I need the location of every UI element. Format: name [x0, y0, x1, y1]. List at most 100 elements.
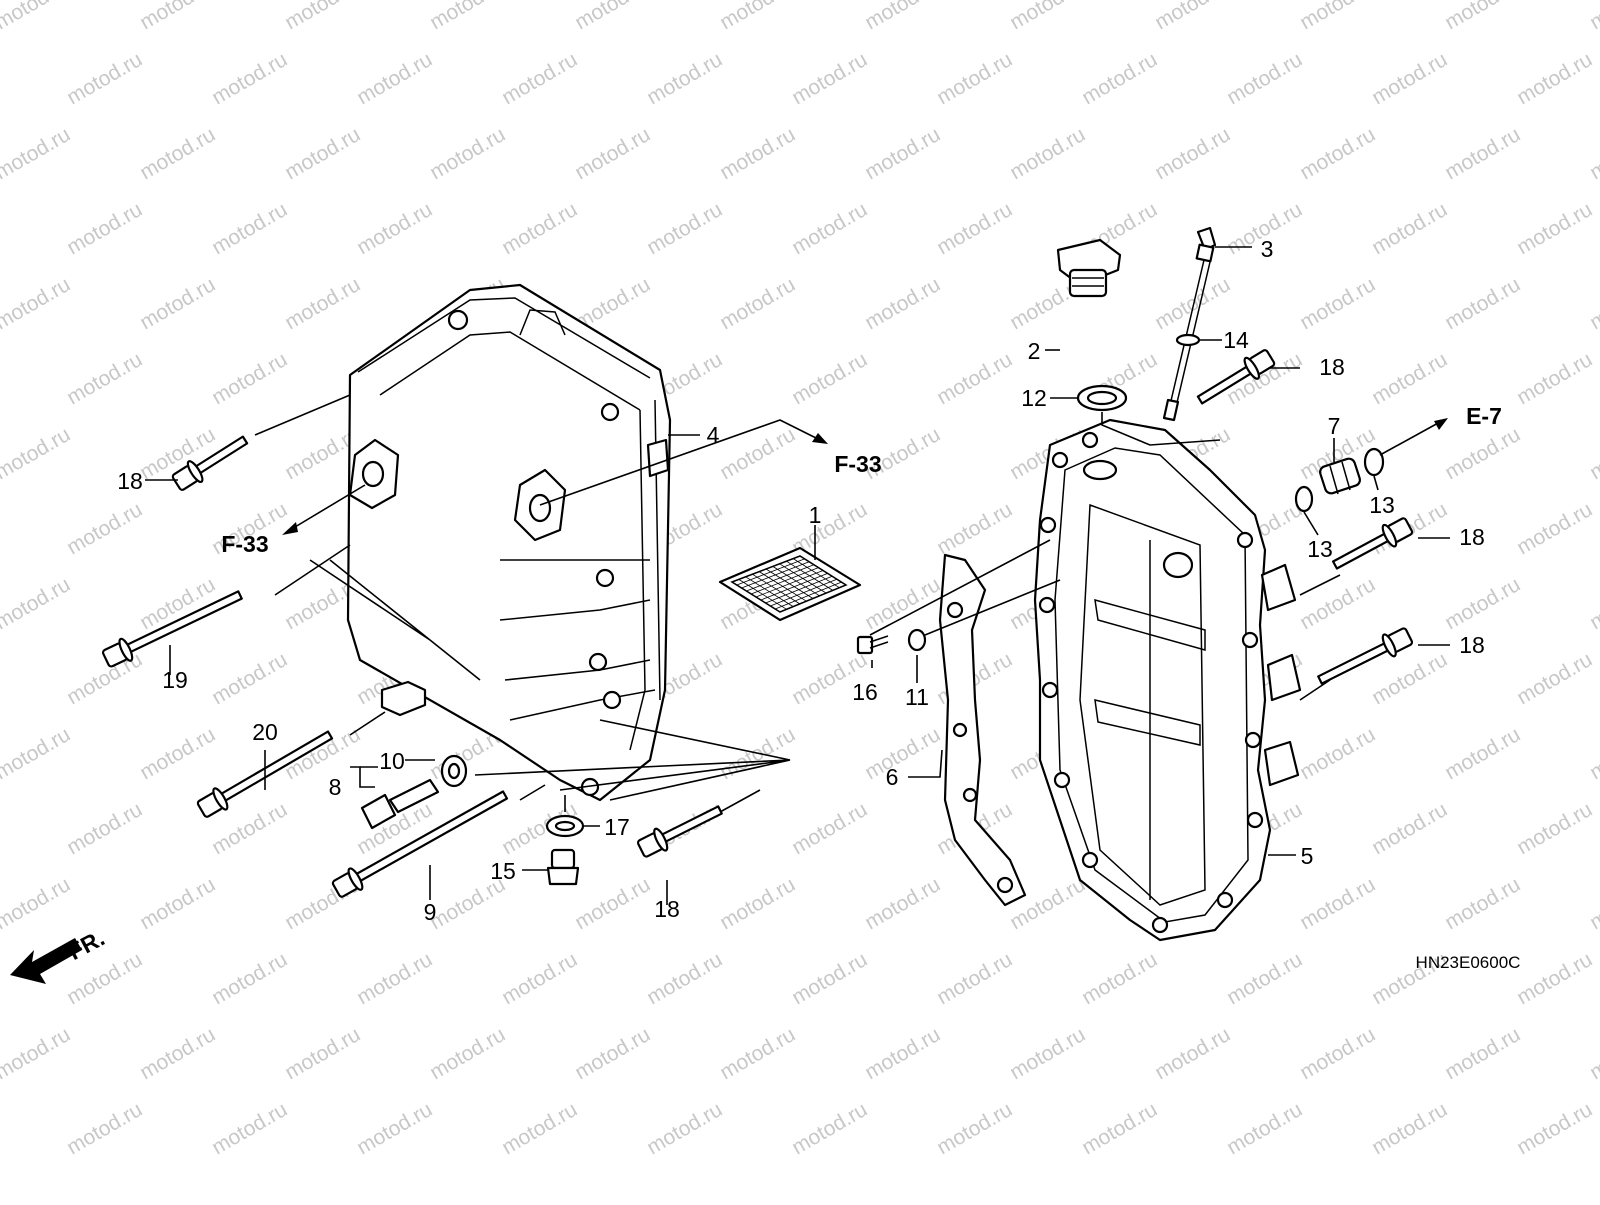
watermark-text: motod.ru — [716, 123, 799, 184]
watermark-text: motod.ru — [208, 198, 291, 259]
watermark-text: motod.ru — [136, 723, 219, 784]
watermark-text: motod.ru — [281, 0, 364, 34]
watermark-text: motod.ru — [1368, 798, 1451, 859]
callout-20: 20 — [252, 719, 278, 745]
watermark-text: motod.ru — [136, 873, 219, 934]
bolt-part-9[interactable] — [331, 790, 509, 898]
watermark-text: motod.ru — [1296, 123, 1379, 184]
oil-pan-part-4[interactable] — [346, 283, 672, 802]
callout-19: 19 — [162, 667, 188, 693]
washer-part-12[interactable] — [1076, 384, 1128, 412]
watermark-text: motod.ru — [208, 48, 291, 109]
watermark-text: motod.ru — [716, 1023, 799, 1084]
callout-18b: 18 — [1319, 354, 1345, 380]
watermark-text: motod.ru — [136, 273, 219, 334]
bolt-part-18-left[interactable] — [171, 435, 249, 491]
gasket-part-6[interactable] — [938, 553, 1027, 907]
watermark-text: motod.ru — [1296, 573, 1379, 634]
watermark-text: motod.ru — [1441, 723, 1524, 784]
bolt-part-18-low-right[interactable] — [1317, 627, 1414, 685]
watermark-text: motod.ru — [353, 948, 436, 1009]
watermark-text: motod.ru — [1006, 1023, 1089, 1084]
washer-part-11[interactable] — [907, 628, 927, 652]
watermark-text: motod.ru — [861, 123, 944, 184]
watermark-text: motod.ru — [1513, 648, 1596, 709]
watermark-text: motod.ru — [63, 48, 146, 109]
watermark-text: motod.ru — [0, 948, 1, 1009]
watermark-text: motod.ru — [716, 0, 799, 34]
watermark-text: motod.ru — [353, 198, 436, 259]
watermark-text: motod.ru — [788, 798, 871, 859]
watermark-text: motod.ru — [571, 0, 654, 34]
watermark-text: motod.ru — [426, 1023, 509, 1084]
watermark-text: motod.ru — [1296, 873, 1379, 934]
watermark-text: motod.ru — [788, 198, 871, 259]
watermark-text: motod.ru — [63, 1098, 146, 1159]
o-ring-part-13a[interactable] — [1363, 447, 1385, 477]
watermark-text: motod.ru — [861, 723, 944, 784]
watermark-text: motod.ru — [1586, 123, 1600, 184]
callout-14: 14 — [1223, 327, 1249, 353]
watermark-text: motod.ru — [1296, 1023, 1379, 1084]
watermark-text: motod.ru — [0, 1023, 74, 1084]
watermark-text: motod.ru — [498, 48, 581, 109]
watermark-text: motod.ru — [208, 648, 291, 709]
watermark-text: motod.ru — [426, 0, 509, 34]
drain-bolt-part-15[interactable] — [546, 848, 580, 886]
watermark-text: motod.ru — [861, 273, 944, 334]
watermark-text: motod.ru — [1586, 423, 1600, 484]
front-direction-arrow — [10, 938, 82, 984]
watermark-text: motod.ru — [1223, 1098, 1306, 1159]
watermark-text: motod.ru — [1296, 723, 1379, 784]
callout-11: 11 — [905, 684, 929, 710]
watermark-text: motod.ru — [281, 123, 364, 184]
callout-9: 9 — [424, 899, 437, 925]
case-part-5[interactable] — [1033, 418, 1302, 942]
reference-f33-left: F-33 — [221, 531, 268, 557]
watermark-text: motod.ru — [208, 348, 291, 409]
watermark-text: motod.ru — [0, 1098, 1, 1159]
bolt-part-18-bottom[interactable] — [636, 805, 723, 858]
watermark-text: motod.ru — [1586, 873, 1600, 934]
filler-cap-part-2[interactable] — [1056, 238, 1122, 298]
watermark-text: motod.ru — [1441, 0, 1524, 34]
watermark-text: motod.ru — [0, 123, 74, 184]
callout-4: 4 — [707, 422, 720, 448]
callout-15: 15 — [490, 858, 516, 884]
watermark-text: motod.ru — [571, 123, 654, 184]
callout-13b: 13 — [1307, 536, 1333, 562]
strainer-part-1[interactable] — [718, 546, 862, 622]
bolt-part-18-mid-right[interactable] — [1332, 517, 1414, 570]
o-ring-part-13b[interactable] — [1294, 485, 1314, 513]
watermark-text: motod.ru — [1368, 48, 1451, 109]
callout-5: 5 — [1301, 843, 1314, 869]
dipstick-part-3[interactable] — [1162, 226, 1217, 422]
o-ring-part-14[interactable] — [1175, 333, 1201, 347]
watermark-text: motod.ru — [1441, 573, 1524, 634]
watermark-text: motod.ru — [788, 348, 871, 409]
washer-part-17[interactable] — [545, 814, 585, 838]
watermark-text: motod.ru — [1296, 273, 1379, 334]
sensor-part-8[interactable] — [360, 778, 440, 830]
watermark-text: motod.ru — [571, 1023, 654, 1084]
bolt-part-16[interactable] — [856, 635, 889, 655]
watermark-text: motod.ru — [0, 723, 74, 784]
callout-1: 1 — [809, 502, 822, 528]
watermark-text: motod.ru — [643, 48, 726, 109]
bolt-part-18-top-right[interactable] — [1196, 349, 1276, 405]
plug-part-7[interactable] — [1319, 457, 1362, 495]
watermark-text: motod.ru — [0, 798, 1, 859]
callout-12: 12 — [1021, 385, 1047, 411]
watermark-text: motod.ru — [716, 423, 799, 484]
watermark-text: motod.ru — [1586, 1023, 1600, 1084]
watermark-text: motod.ru — [281, 1023, 364, 1084]
watermark-text: motod.ru — [1296, 0, 1379, 34]
bolt-part-20[interactable] — [196, 730, 334, 818]
watermark-text: motod.ru — [933, 948, 1016, 1009]
washer-part-10[interactable] — [440, 754, 468, 788]
bolt-part-19[interactable] — [101, 590, 243, 668]
watermark-text: motod.ru — [1223, 48, 1306, 109]
front-label: FR. — [64, 925, 109, 965]
watermark-text: motod.ru — [0, 873, 74, 934]
